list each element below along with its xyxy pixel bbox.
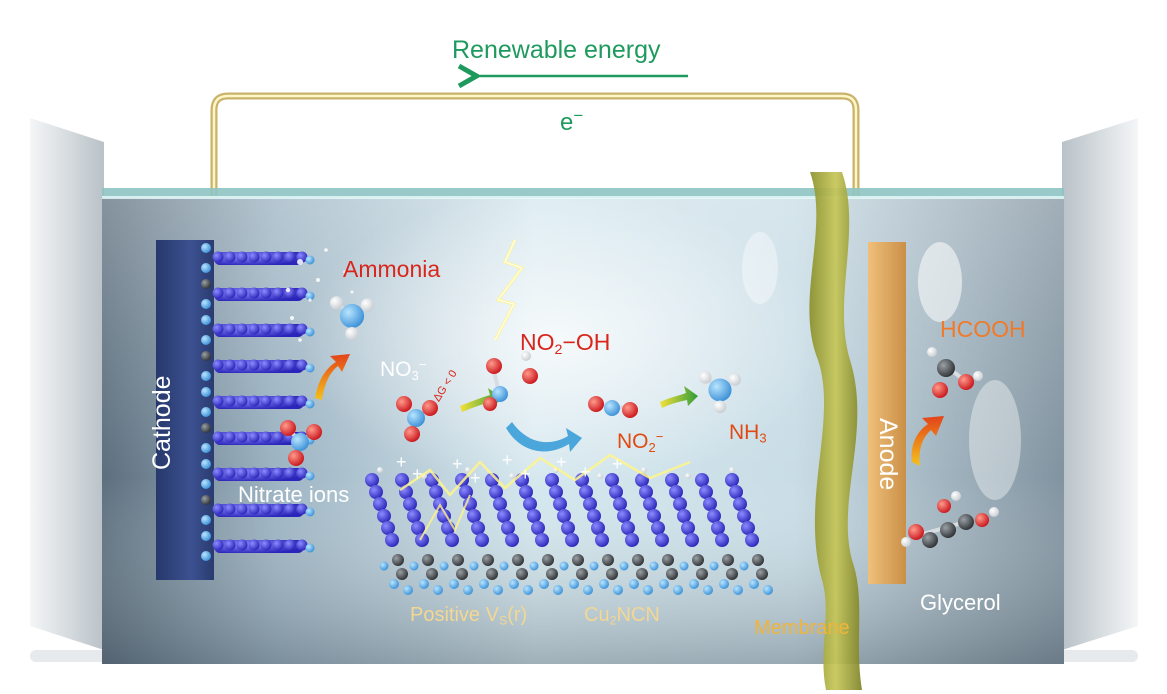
bubble: [298, 338, 302, 342]
anode-mist: [742, 232, 1021, 500]
no2-oh-molecule: [483, 351, 538, 411]
positive-charge-mark: +: [470, 468, 481, 488]
catalyst-column: [725, 473, 773, 595]
ammonia-molecule: [330, 296, 374, 341]
bubble: [290, 316, 294, 320]
positive-charge-mark: +: [452, 454, 463, 474]
adsorption-arrow: [506, 422, 582, 452]
hcooh-molecule: [927, 347, 983, 398]
bubble: [316, 278, 320, 282]
bubble: [324, 248, 328, 252]
bubble: [343, 270, 347, 274]
catalyst-column: [605, 473, 653, 595]
catalyst-column: [545, 473, 593, 595]
cathode-electrode: [156, 240, 214, 580]
catalyst-column: [365, 473, 413, 595]
catalyst-column: [425, 473, 473, 595]
catalyst-column: [515, 473, 563, 595]
renewable-energy-label: Renewable energy: [452, 36, 661, 64]
nitrite-formula-label: NO2−: [617, 429, 664, 455]
cathode-label: Cathode: [148, 375, 176, 470]
nitrite-molecule: [588, 396, 638, 418]
anode-label: Anode: [874, 418, 902, 491]
positive-charge-mark: +: [520, 464, 531, 484]
positive-charge-mark: +: [580, 462, 591, 482]
nitrate-ions-label: Nitrate ions: [238, 482, 350, 507]
bubble: [297, 259, 303, 265]
tank-left-wall: [30, 118, 104, 650]
oxidation-arrow: [911, 416, 944, 466]
bubble: [350, 290, 354, 294]
catalyst-column: [575, 473, 623, 595]
no2-oh-label: NO2−OH: [520, 329, 611, 358]
reaction-arrow-1: [460, 388, 502, 412]
positive-charge-mark: +: [502, 450, 513, 470]
catalyst-column: [665, 473, 713, 595]
membrane: [809, 172, 862, 690]
bubble: [285, 287, 291, 293]
ammonia-release-arrow: [315, 354, 350, 400]
catalyst-lattice: [365, 467, 773, 595]
positive-charge-mark: +: [556, 452, 567, 472]
molecules: +++++++++: [280, 296, 999, 548]
positive-charge-mark: +: [612, 454, 623, 474]
water-surface: [102, 188, 1064, 198]
glycerol-molecule: [901, 491, 999, 548]
nh3-molecule: [699, 371, 741, 414]
nh3-formula-label: NH3: [729, 421, 767, 446]
membrane-label: Membrane: [754, 617, 850, 639]
positive-charge-mark: +: [396, 452, 407, 472]
positive-charge-mark: +: [412, 464, 423, 484]
glycerol-label: Glycerol: [920, 590, 1001, 615]
electron-label: e−: [560, 106, 584, 137]
ammonia-label: Ammonia: [343, 256, 441, 282]
catalyst-column: [395, 473, 443, 595]
cathode-lattice: [201, 243, 315, 561]
hcooh-label: HCOOH: [940, 316, 1026, 342]
catalyst-formula-label: Cu2NCN: [584, 604, 660, 628]
catalyst-column: [695, 473, 743, 595]
reaction-arrow-2: [660, 386, 698, 408]
vacancy-label: Positive VS(r): [410, 604, 528, 628]
tank-right-wall: [1062, 118, 1138, 650]
catalyst-column: [635, 473, 683, 595]
nitrate-molecule-cathode: [280, 420, 322, 466]
nitrate-molecule: [396, 396, 438, 442]
anode-electrode: [868, 242, 906, 584]
nitrate-formula-label: NO3−: [380, 357, 427, 383]
lightning-bolt: [399, 239, 691, 541]
bubble: [308, 298, 312, 302]
